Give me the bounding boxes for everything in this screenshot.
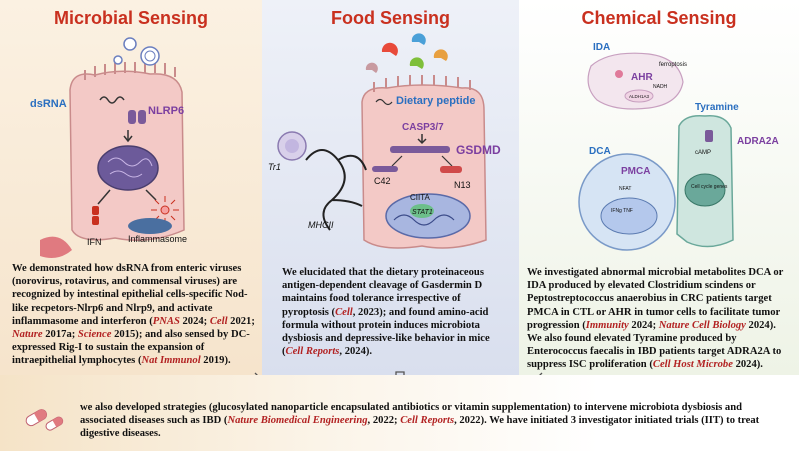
ifn-icon [92, 206, 99, 215]
nlrp6-icon [128, 110, 146, 124]
nucleus [97, 145, 159, 191]
microbial-description: We demonstrated how dsRNA from enteric v… [12, 263, 255, 367]
chemical-illustration: IDA AHR ferroptosis NADH ALDH1A3 Tyramin… [578, 42, 779, 251]
food-sensing-panel: Food Sensing Dietary peptide CASP3/7 GSD… [262, 0, 519, 375]
label-ifng-tnf: IFNg TNF [611, 208, 633, 214]
tumor-cell [587, 52, 684, 110]
panel-title-chemical: Chemical Sensing [581, 8, 737, 28]
virus-icon [140, 46, 160, 66]
label-ida: IDA [593, 42, 610, 53]
chemical-description: We investigated abnormal microbial metab… [527, 267, 784, 371]
food-illustration: Dietary peptide CASP3/7 GSDMD C42 N13 CI… [268, 33, 501, 249]
virus-icon [113, 55, 123, 65]
tissue-fragment [40, 236, 72, 258]
label-pmca: PMCA [621, 166, 650, 177]
stat1-icon [410, 204, 434, 218]
label-dca: DCA [589, 146, 611, 157]
label-nadh: NADH [653, 84, 668, 90]
label-stat1: STAT1 [412, 209, 433, 216]
inflammasome-icon [151, 196, 179, 224]
label-dietary-peptide: Dietary peptide [396, 95, 475, 107]
n13-fragment [440, 166, 462, 173]
bottom-description: we also developed strategies (glucosylat… [80, 402, 760, 440]
label-n13: N13 [454, 180, 471, 190]
label-ifn: IFN [87, 237, 102, 247]
panel-title-microbial: Microbial Sensing [53, 8, 209, 28]
virus-icon [123, 37, 137, 51]
label-nfat: NFAT [619, 186, 631, 192]
label-inflammasome: Inflammasome [128, 234, 187, 244]
label-aldh1a3: ALDH1A3 [629, 94, 650, 99]
label-ahr: AHR [631, 72, 653, 83]
dendritic-cell-outline [305, 149, 367, 231]
chemical-sensing-panel: Chemical Sensing IDA AHR ferroptosis NAD… [519, 0, 799, 375]
label-mhcii: MHCII [308, 220, 334, 230]
label-cell-cycle: Cell cycle genes [691, 184, 728, 190]
food-peptide-icon [365, 33, 448, 73]
label-c42: C42 [374, 176, 391, 186]
immune-cell [128, 218, 172, 234]
label-casp37: CASP3/7 [402, 122, 444, 133]
capsule-icon [25, 409, 64, 431]
bottom-summary-band: we also developed strategies (glucosylat… [0, 375, 799, 451]
label-tr1: Tr1 [268, 162, 281, 172]
label-dsrna: dsRNA [30, 98, 67, 110]
label-gsdmd: GSDMD [456, 143, 501, 157]
microvilli [84, 62, 176, 80]
microbial-illustration: dsRNA NLRP6 IFN Inflammasome [30, 37, 187, 258]
food-description: We elucidated that the dietary proteinac… [282, 267, 490, 358]
c42-fragment [372, 166, 398, 172]
microbial-sensing-panel: Microbial Sensing dsRNA NLRP6 [0, 0, 262, 375]
label-tyramine: Tyramine [695, 102, 739, 113]
gsdmd-icon [390, 146, 450, 153]
dsrna-icon [99, 96, 125, 104]
label-nlrp6: NLRP6 [148, 105, 184, 117]
label-camp: cAMP [695, 150, 711, 156]
label-ciita: CIITA [410, 193, 431, 202]
label-ferroptosis: ferroptosis [659, 62, 687, 68]
label-adra2a: ADRA2A [737, 136, 779, 147]
panel-title-food: Food Sensing [331, 8, 450, 28]
